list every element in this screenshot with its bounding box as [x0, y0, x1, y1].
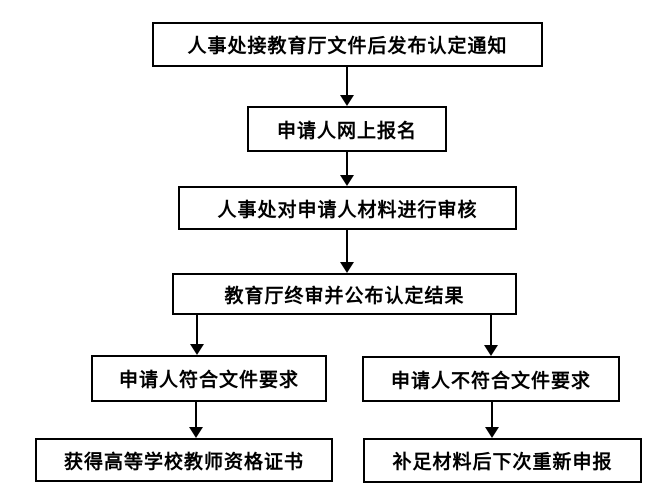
arrow-connector-3: [340, 230, 354, 273]
node-final-review-publish: 教育厅终审并公布认定结果: [172, 273, 517, 315]
node-meets-requirements: 申请人符合文件要求: [91, 355, 327, 402]
node-obtain-certificate-label: 获得高等学校教师资格证书: [63, 451, 304, 473]
node-online-registration: 申请人网上报名: [247, 106, 447, 152]
arrow-line: [346, 67, 348, 95]
node-reapply-next-time-label: 补足材料后下次重新申报: [392, 452, 613, 473]
node-reapply-next-time: 补足材料后下次重新申报: [363, 438, 642, 483]
arrow-connector-2: [340, 152, 354, 186]
arrow-line: [195, 402, 197, 427]
arrow-head-icon: [340, 95, 354, 106]
arrow-head-icon: [484, 345, 498, 356]
arrow-head-icon: [189, 427, 203, 438]
node-obtain-certificate: 获得高等学校教师资格证书: [35, 438, 333, 482]
node-material-review-label: 人事处对申请人材料进行审核: [217, 199, 478, 221]
node-not-meets-requirements-label: 申请人不符合文件要求: [390, 370, 591, 392]
arrow-line: [346, 230, 348, 262]
arrow-line: [490, 315, 492, 345]
arrow-connector-1: [340, 67, 354, 106]
arrow-connector-4: [190, 315, 204, 355]
node-issue-notice: 人事处接教育厅文件后发布认定通知: [152, 22, 543, 67]
node-not-meets-requirements: 申请人不符合文件要求: [362, 356, 620, 402]
node-meets-requirements-label: 申请人符合文件要求: [118, 370, 299, 391]
arrow-line: [491, 402, 493, 427]
arrow-head-icon: [340, 262, 354, 273]
arrow-connector-7: [485, 402, 499, 438]
arrow-head-icon: [485, 427, 499, 438]
arrow-head-icon: [340, 175, 354, 186]
arrow-connector-6: [189, 402, 203, 438]
arrow-connector-5: [484, 315, 498, 356]
node-issue-notice-label: 人事处接教育厅文件后发布认定通知: [187, 36, 508, 57]
arrow-line: [196, 315, 198, 344]
arrow-head-icon: [190, 344, 204, 355]
node-final-review-publish-label: 教育厅终审并公布认定结果: [224, 285, 465, 307]
arrow-line: [346, 152, 348, 175]
node-material-review: 人事处对申请人材料进行审核: [178, 186, 517, 230]
node-online-registration-label: 申请人网上报名: [276, 120, 417, 142]
